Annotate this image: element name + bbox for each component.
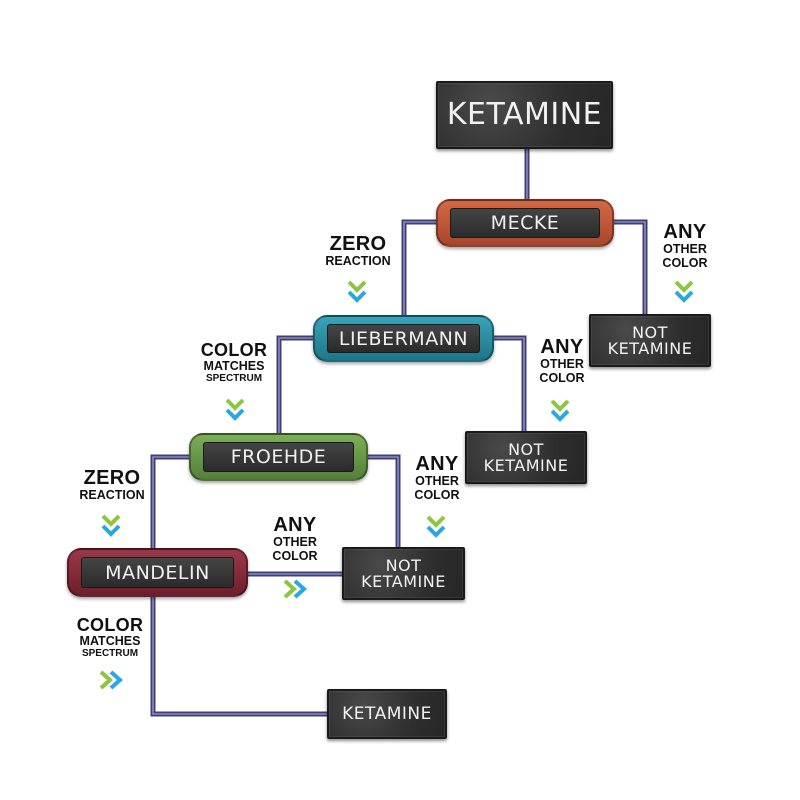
down-arrow-icon <box>550 399 570 422</box>
condition-other-color-mandelin: ANY OTHER COLOR <box>258 515 332 562</box>
condition-line: SPECTRUM <box>81 647 139 659</box>
connector-mandelin-ketamine <box>150 596 328 717</box>
condition-line: COLOR <box>272 548 318 563</box>
node-ketamine-result: KETAMINE <box>327 689 447 739</box>
node-not-ketamine-1-label: NOT KETAMINE <box>607 322 693 358</box>
condition-line: MATCHES <box>203 359 265 373</box>
condition-line: OTHER <box>415 474 459 488</box>
down-arrow-icon <box>347 280 367 303</box>
node-mandelin: MANDELIN <box>67 548 248 597</box>
condition-other-color-liebermann: ANY OTHER COLOR <box>525 337 599 384</box>
node-mecke: MECKE <box>436 199 614 247</box>
node-mandelin-label: MANDELIN <box>81 557 234 588</box>
condition-line: REACTION <box>79 488 145 502</box>
condition-line: SPECTRUM <box>205 372 263 384</box>
down-arrow-icon <box>426 515 446 538</box>
connector-liebermann-not <box>490 335 527 432</box>
node-liebermann: LIEBERMANN <box>313 315 494 362</box>
condition-zero-reaction-froehde: ZERO REACTION <box>66 468 158 502</box>
condition-line: ZERO <box>329 233 387 255</box>
condition-line: OTHER <box>663 242 707 256</box>
node-not-ketamine-2-label: NOT KETAMINE <box>483 439 569 475</box>
connector-froehde-not <box>363 454 401 549</box>
condition-other-color-mecke: ANY OTHER COLOR <box>648 222 722 269</box>
condition-line: ZERO <box>83 467 141 489</box>
down-arrow-icon <box>225 398 245 421</box>
node-not-ketamine-3-label: NOT KETAMINE <box>361 555 446 591</box>
condition-zero-reaction-mecke: ZERO REACTION <box>312 234 404 268</box>
condition-other-color-froehde: ANY OTHER COLOR <box>400 454 474 501</box>
node-froehde-label: FROEHDE <box>203 442 354 472</box>
node-not-ketamine-3: NOT KETAMINE <box>342 547 465 600</box>
condition-line: COLOR <box>414 487 460 502</box>
down-arrow-icon <box>674 280 694 303</box>
node-ketamine-start-label: KETAMINE <box>446 97 603 132</box>
condition-line: OTHER <box>273 535 317 549</box>
condition-color-matches-liebermann: COLOR MATCHES SPECTRUM <box>190 341 278 384</box>
node-not-ketamine-1: NOT KETAMINE <box>589 314 711 367</box>
node-ketamine-result-label: KETAMINE <box>342 703 432 724</box>
condition-line: COLOR <box>539 370 585 385</box>
condition-line: COLOR <box>200 340 268 360</box>
node-ketamine-start: KETAMINE <box>436 81 613 149</box>
node-mecke-label: MECKE <box>450 208 600 238</box>
condition-line: MATCHES <box>79 634 141 648</box>
condition-line: COLOR <box>76 615 144 635</box>
condition-line: COLOR <box>662 255 708 270</box>
condition-line: ANY <box>663 221 707 243</box>
condition-line: ANY <box>273 514 317 536</box>
condition-color-matches-mandelin: COLOR MATCHES SPECTRUM <box>66 616 154 659</box>
condition-line: REACTION <box>325 254 391 268</box>
node-not-ketamine-2: NOT KETAMINE <box>465 431 587 484</box>
condition-line: ANY <box>540 336 584 358</box>
down-arrow-icon <box>101 514 121 537</box>
node-liebermann-label: LIEBERMANN <box>327 324 480 353</box>
condition-line: ANY <box>415 453 459 475</box>
right-arrow-icon <box>283 579 308 599</box>
condition-line: OTHER <box>540 357 584 371</box>
node-froehde: FROEHDE <box>189 433 368 481</box>
right-arrow-icon <box>99 670 124 690</box>
